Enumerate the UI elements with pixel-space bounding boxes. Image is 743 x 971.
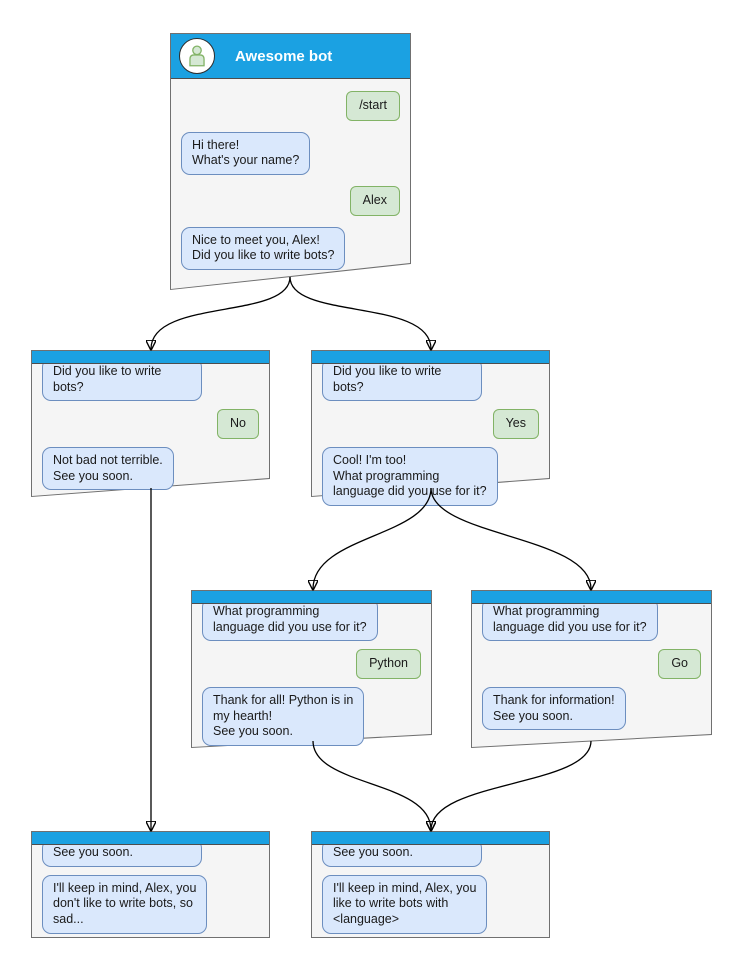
window-header — [472, 591, 711, 604]
user-message: Yes — [492, 409, 539, 439]
bot-message: Thank for all! Python is in my hearth! S… — [202, 686, 365, 746]
bot-message: Nice to meet you, Alex! Did you like to … — [181, 226, 346, 270]
edge-python-to-end — [312, 740, 431, 830]
message-list: Did you like to write bots? No Not bad n… — [32, 358, 269, 491]
chat-window-branch-go: What programming language did you use fo… — [471, 590, 712, 748]
window-header — [312, 351, 549, 364]
message-list: What programming language did you use fo… — [192, 598, 431, 746]
user-message: /start — [346, 91, 400, 121]
bot-message: Thank for information! See you soon. — [482, 686, 626, 731]
chat-window-end-no: See you soon. I'll keep in mind, Alex, y… — [31, 831, 270, 938]
person-icon — [189, 45, 205, 67]
chat-window-branch-yes: Did you like to write bots? Yes Cool! I'… — [311, 350, 550, 506]
bot-message: Hi there! What's your name? — [181, 131, 311, 175]
bot-message: What programming language did you use fo… — [202, 598, 378, 642]
bot-message: Cool! I'm too! What programming language… — [322, 446, 498, 506]
user-message: No — [217, 409, 259, 439]
window-header: Awesome bot — [171, 34, 410, 79]
window-title: Awesome bot — [235, 47, 333, 65]
bot-message: What programming language did you use fo… — [482, 598, 658, 642]
message-list: See you soon. I'll keep in mind, Alex, y… — [312, 839, 549, 934]
user-message: Alex — [349, 185, 400, 216]
message-list: What programming language did you use fo… — [472, 598, 711, 731]
bot-message: Did you like to write bots? — [42, 358, 202, 402]
user-message: Go — [658, 649, 701, 679]
window-header — [192, 591, 431, 604]
bot-message: I'll keep in mind, Alex, you don't like … — [42, 874, 208, 934]
edge-go-to-end — [431, 740, 592, 830]
bot-message: Did you like to write bots? — [322, 358, 482, 402]
chat-window-branch-python: What programming language did you use fo… — [191, 590, 432, 748]
chat-window-branch-no: Did you like to write bots? No Not bad n… — [31, 350, 270, 497]
message-list: See you soon. I'll keep in mind, Alex, y… — [32, 839, 269, 934]
chat-window-root: Awesome bot /start Hi there! What's your… — [170, 33, 411, 290]
window-header — [32, 351, 269, 364]
window-header — [312, 832, 549, 845]
message-list: /start Hi there! What's your name? Alex … — [171, 79, 410, 270]
user-message: Python — [356, 649, 421, 679]
bot-avatar — [179, 38, 215, 74]
chat-window-end-yes: See you soon. I'll keep in mind, Alex, y… — [311, 831, 550, 938]
window-header — [32, 832, 269, 845]
message-list: Did you like to write bots? Yes Cool! I'… — [312, 358, 549, 506]
bot-message: Not bad not terrible. See you soon. — [42, 446, 174, 491]
bot-message: I'll keep in mind, Alex, you like to wri… — [322, 874, 488, 934]
